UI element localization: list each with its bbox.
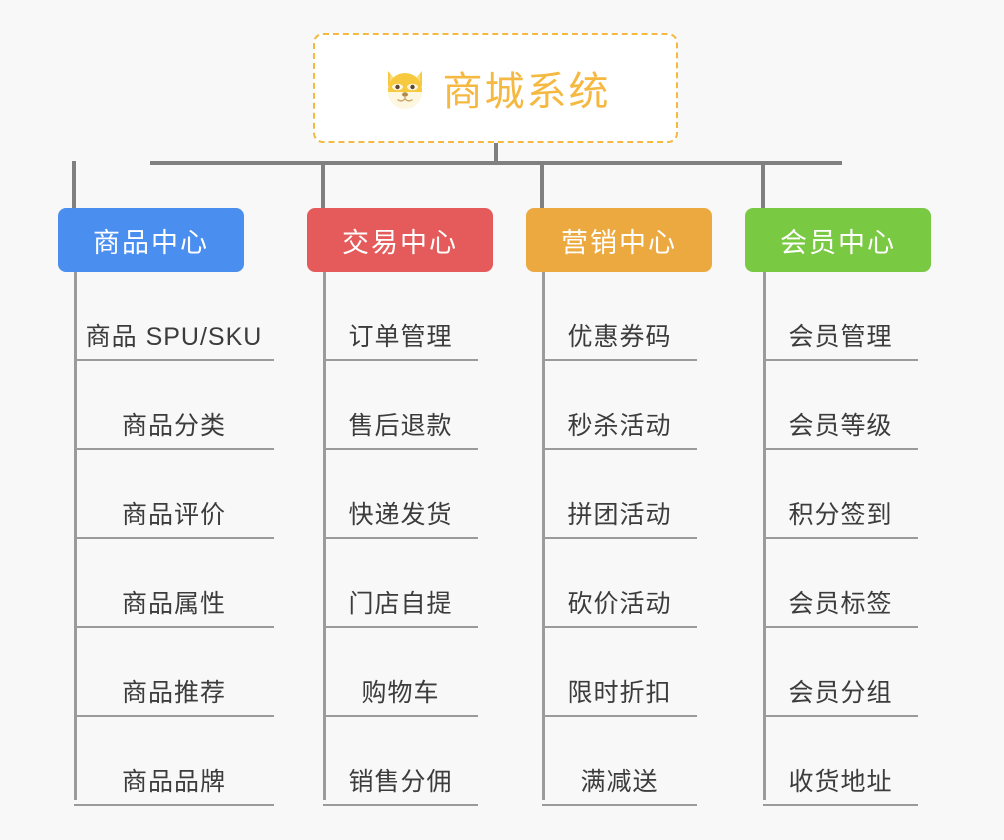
leaf-item-label: 限时折扣 — [567, 679, 672, 707]
leaf-item-label: 拼团活动 — [567, 501, 672, 529]
category-label: 交易中心 — [342, 227, 458, 258]
leaf-item[interactable]: 秒杀活动 — [542, 361, 697, 450]
leaf-item-label: 砍价活动 — [567, 590, 672, 618]
leaf-item[interactable]: 商品评价 — [74, 450, 274, 539]
category-label: 会员中心 — [780, 227, 896, 258]
leaf-item[interactable]: 满减送 — [542, 717, 697, 806]
leaf-item[interactable]: 收货地址 — [763, 717, 918, 806]
leaf-item[interactable]: 优惠券码 — [542, 272, 697, 361]
dog-face-icon — [381, 64, 429, 112]
leaf-item[interactable]: 商品推荐 — [74, 628, 274, 717]
leaf-item-label: 快递发货 — [348, 501, 453, 529]
leaf-item-label: 商品品牌 — [121, 768, 226, 796]
leaf-item-label: 会员分组 — [788, 679, 893, 707]
leaf-item-label: 售后退款 — [348, 412, 453, 440]
leaf-item[interactable]: 商品属性 — [74, 539, 274, 628]
leaf-item-label: 门店自提 — [348, 590, 453, 618]
leaf-item-label: 会员管理 — [788, 323, 893, 351]
leaf-item[interactable]: 会员管理 — [763, 272, 918, 361]
category-box-trade-center[interactable]: 交易中心 — [307, 208, 493, 272]
leaf-item[interactable]: 商品 SPU/SKU — [74, 272, 274, 361]
root-title: 商城系统 — [442, 70, 611, 114]
leaf-item-label: 商品评价 — [121, 501, 226, 529]
leaf-item-label: 会员等级 — [788, 412, 893, 440]
leaf-item[interactable]: 限时折扣 — [542, 628, 697, 717]
leaf-item-label: 优惠券码 — [567, 323, 672, 351]
connector-root-stem — [494, 143, 498, 165]
leaf-item[interactable]: 快递发货 — [323, 450, 478, 539]
leaf-item[interactable]: 会员等级 — [763, 361, 918, 450]
leaf-item[interactable]: 积分签到 — [763, 450, 918, 539]
category-box-member-center[interactable]: 会员中心 — [745, 208, 931, 272]
leaf-item-label: 满减送 — [580, 768, 659, 796]
leaf-item-label: 收货地址 — [788, 768, 893, 796]
leaf-item[interactable]: 拼团活动 — [542, 450, 697, 539]
leaf-item-label: 商品推荐 — [121, 679, 226, 707]
leaf-item-label: 会员标签 — [788, 590, 893, 618]
leaf-item[interactable]: 订单管理 — [323, 272, 478, 361]
leaf-item-label: 购物车 — [361, 679, 440, 707]
leaf-item[interactable]: 商品品牌 — [74, 717, 274, 806]
leaf-item[interactable]: 销售分佣 — [323, 717, 478, 806]
leaf-item[interactable]: 售后退款 — [323, 361, 478, 450]
leaf-spine-marketing-center — [542, 272, 545, 800]
leaf-spine-product-center — [74, 272, 77, 800]
leaf-item-label: 商品分类 — [121, 412, 226, 440]
leaf-item-label: 销售分佣 — [348, 768, 453, 796]
leaf-item[interactable]: 商品分类 — [74, 361, 274, 450]
connector-drop-marketing-center — [540, 161, 544, 210]
leaf-item-label: 订单管理 — [348, 323, 453, 351]
leaf-item[interactable]: 购物车 — [323, 628, 478, 717]
category-label: 营销中心 — [561, 227, 677, 258]
category-box-marketing-center[interactable]: 营销中心 — [526, 208, 712, 272]
leaf-item[interactable]: 会员标签 — [763, 539, 918, 628]
leaf-item-label: 商品 SPU/SKU — [85, 323, 263, 351]
leaf-item-label: 秒杀活动 — [567, 412, 672, 440]
connector-drop-member-center — [761, 161, 765, 210]
root-node-shop-system[interactable]: 商城系统 — [313, 33, 678, 143]
connector-drop-product-center — [72, 161, 76, 210]
connector-horizontal-bus — [150, 161, 842, 165]
leaf-item[interactable]: 会员分组 — [763, 628, 918, 717]
leaf-item[interactable]: 门店自提 — [323, 539, 478, 628]
leaf-spine-member-center — [763, 272, 766, 800]
connector-drop-trade-center — [321, 161, 325, 210]
leaf-item-label: 商品属性 — [121, 590, 226, 618]
leaf-item[interactable]: 砍价活动 — [542, 539, 697, 628]
leaf-spine-trade-center — [323, 272, 326, 800]
leaf-item-label: 积分签到 — [788, 501, 893, 529]
category-label: 商品中心 — [93, 227, 209, 258]
category-box-product-center[interactable]: 商品中心 — [58, 208, 244, 272]
